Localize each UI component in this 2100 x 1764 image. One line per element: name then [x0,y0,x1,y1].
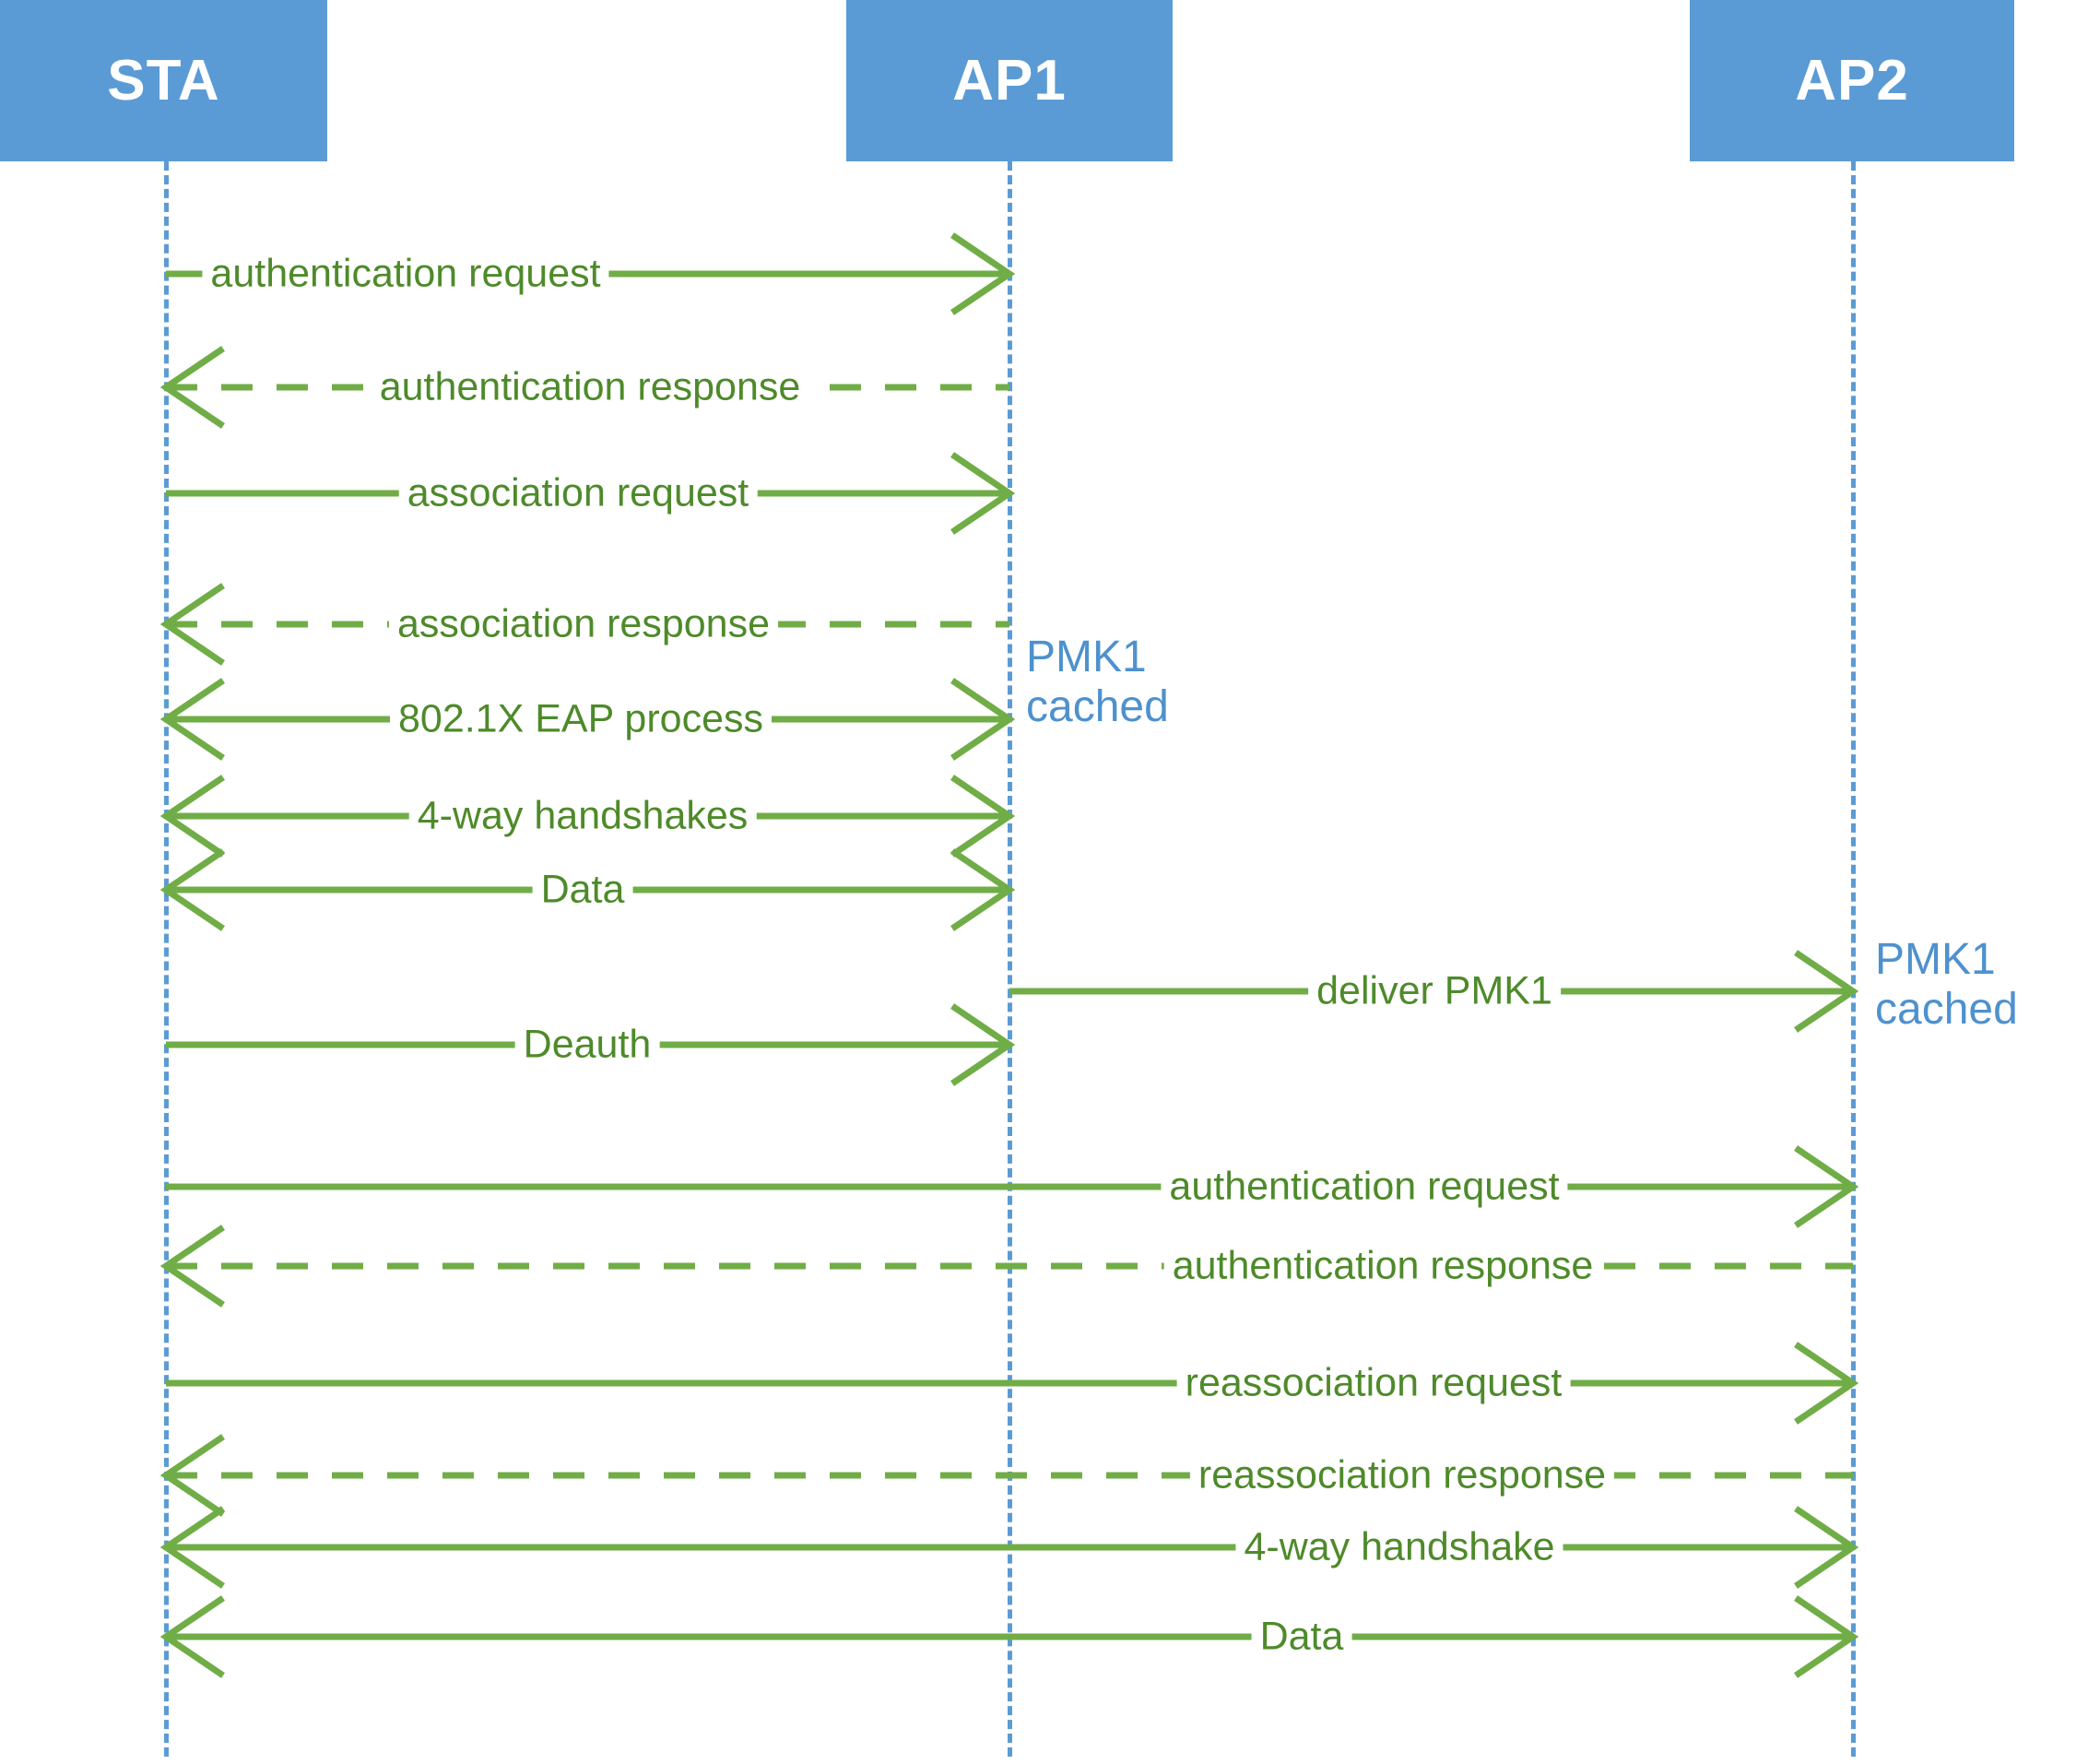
arrowhead-right [950,452,1016,535]
arrowhead-right [950,678,1016,761]
arrowhead-right [950,232,1016,315]
message-label: association request [398,472,758,515]
arrowhead-left [159,678,225,761]
message-arrow [166,1145,1859,1228]
note-ap1-pmk: PMK1 cached [1026,633,1169,731]
lifeline-ap1 [1008,161,1012,1757]
message-arrow [159,346,1009,429]
arrowhead-left [159,1434,225,1517]
message-label: reassociation request [1176,1362,1571,1404]
arrowhead-right [1794,950,1859,1033]
message-label: 4-way handshakes [408,795,757,837]
arrowhead-right [1794,1595,1859,1678]
message-label: authentication request [1161,1166,1568,1208]
message-label: authentication request [202,253,609,295]
message-label: Data [532,869,633,911]
arrowhead-right [1794,1342,1859,1425]
message-label: reassociation response [1189,1454,1615,1497]
message-label: Deauth [514,1024,660,1066]
lane-label-ap2: AP2 [1795,48,1909,112]
message-label: authentication response [1163,1245,1602,1287]
message-arrow [166,1342,1859,1425]
lane-label-sta: STA [107,48,220,112]
message-label: Data [1251,1616,1352,1658]
lane-label-ap1: AP1 [952,48,1067,112]
message-arrow [159,583,1009,666]
arrowhead-right [950,1003,1016,1086]
arrowhead-left [159,1506,225,1589]
arrowhead-left [159,848,225,931]
arrowhead-left [159,1225,225,1308]
lane-header-ap2: AP2 [1690,0,2014,161]
message-arrow [159,1595,1859,1678]
message-arrow [159,1506,1859,1589]
arrowhead-right [950,848,1016,931]
lane-header-ap1: AP1 [846,0,1173,161]
arrowhead-right [1794,1506,1859,1589]
arrowhead-right [1794,1145,1859,1228]
message-label: 4-way handshake [1235,1526,1563,1569]
arrowhead-left [159,775,225,858]
lane-header-sta: STA [0,0,327,161]
arrowhead-left [159,1595,225,1678]
message-label: authentication response [371,366,809,408]
arrowhead-right [950,775,1016,858]
message-label: association response [389,603,778,645]
message-label: deliver PMK1 [1308,970,1561,1012]
message-label: 802.1X EAP process [389,698,773,740]
lifeline-ap2 [1851,161,1856,1757]
arrowhead-left [159,583,225,666]
arrowhead-left [159,346,225,429]
lifeline-sta [164,161,169,1757]
note-ap2-pmk: PMK1 cached [1875,935,2018,1034]
